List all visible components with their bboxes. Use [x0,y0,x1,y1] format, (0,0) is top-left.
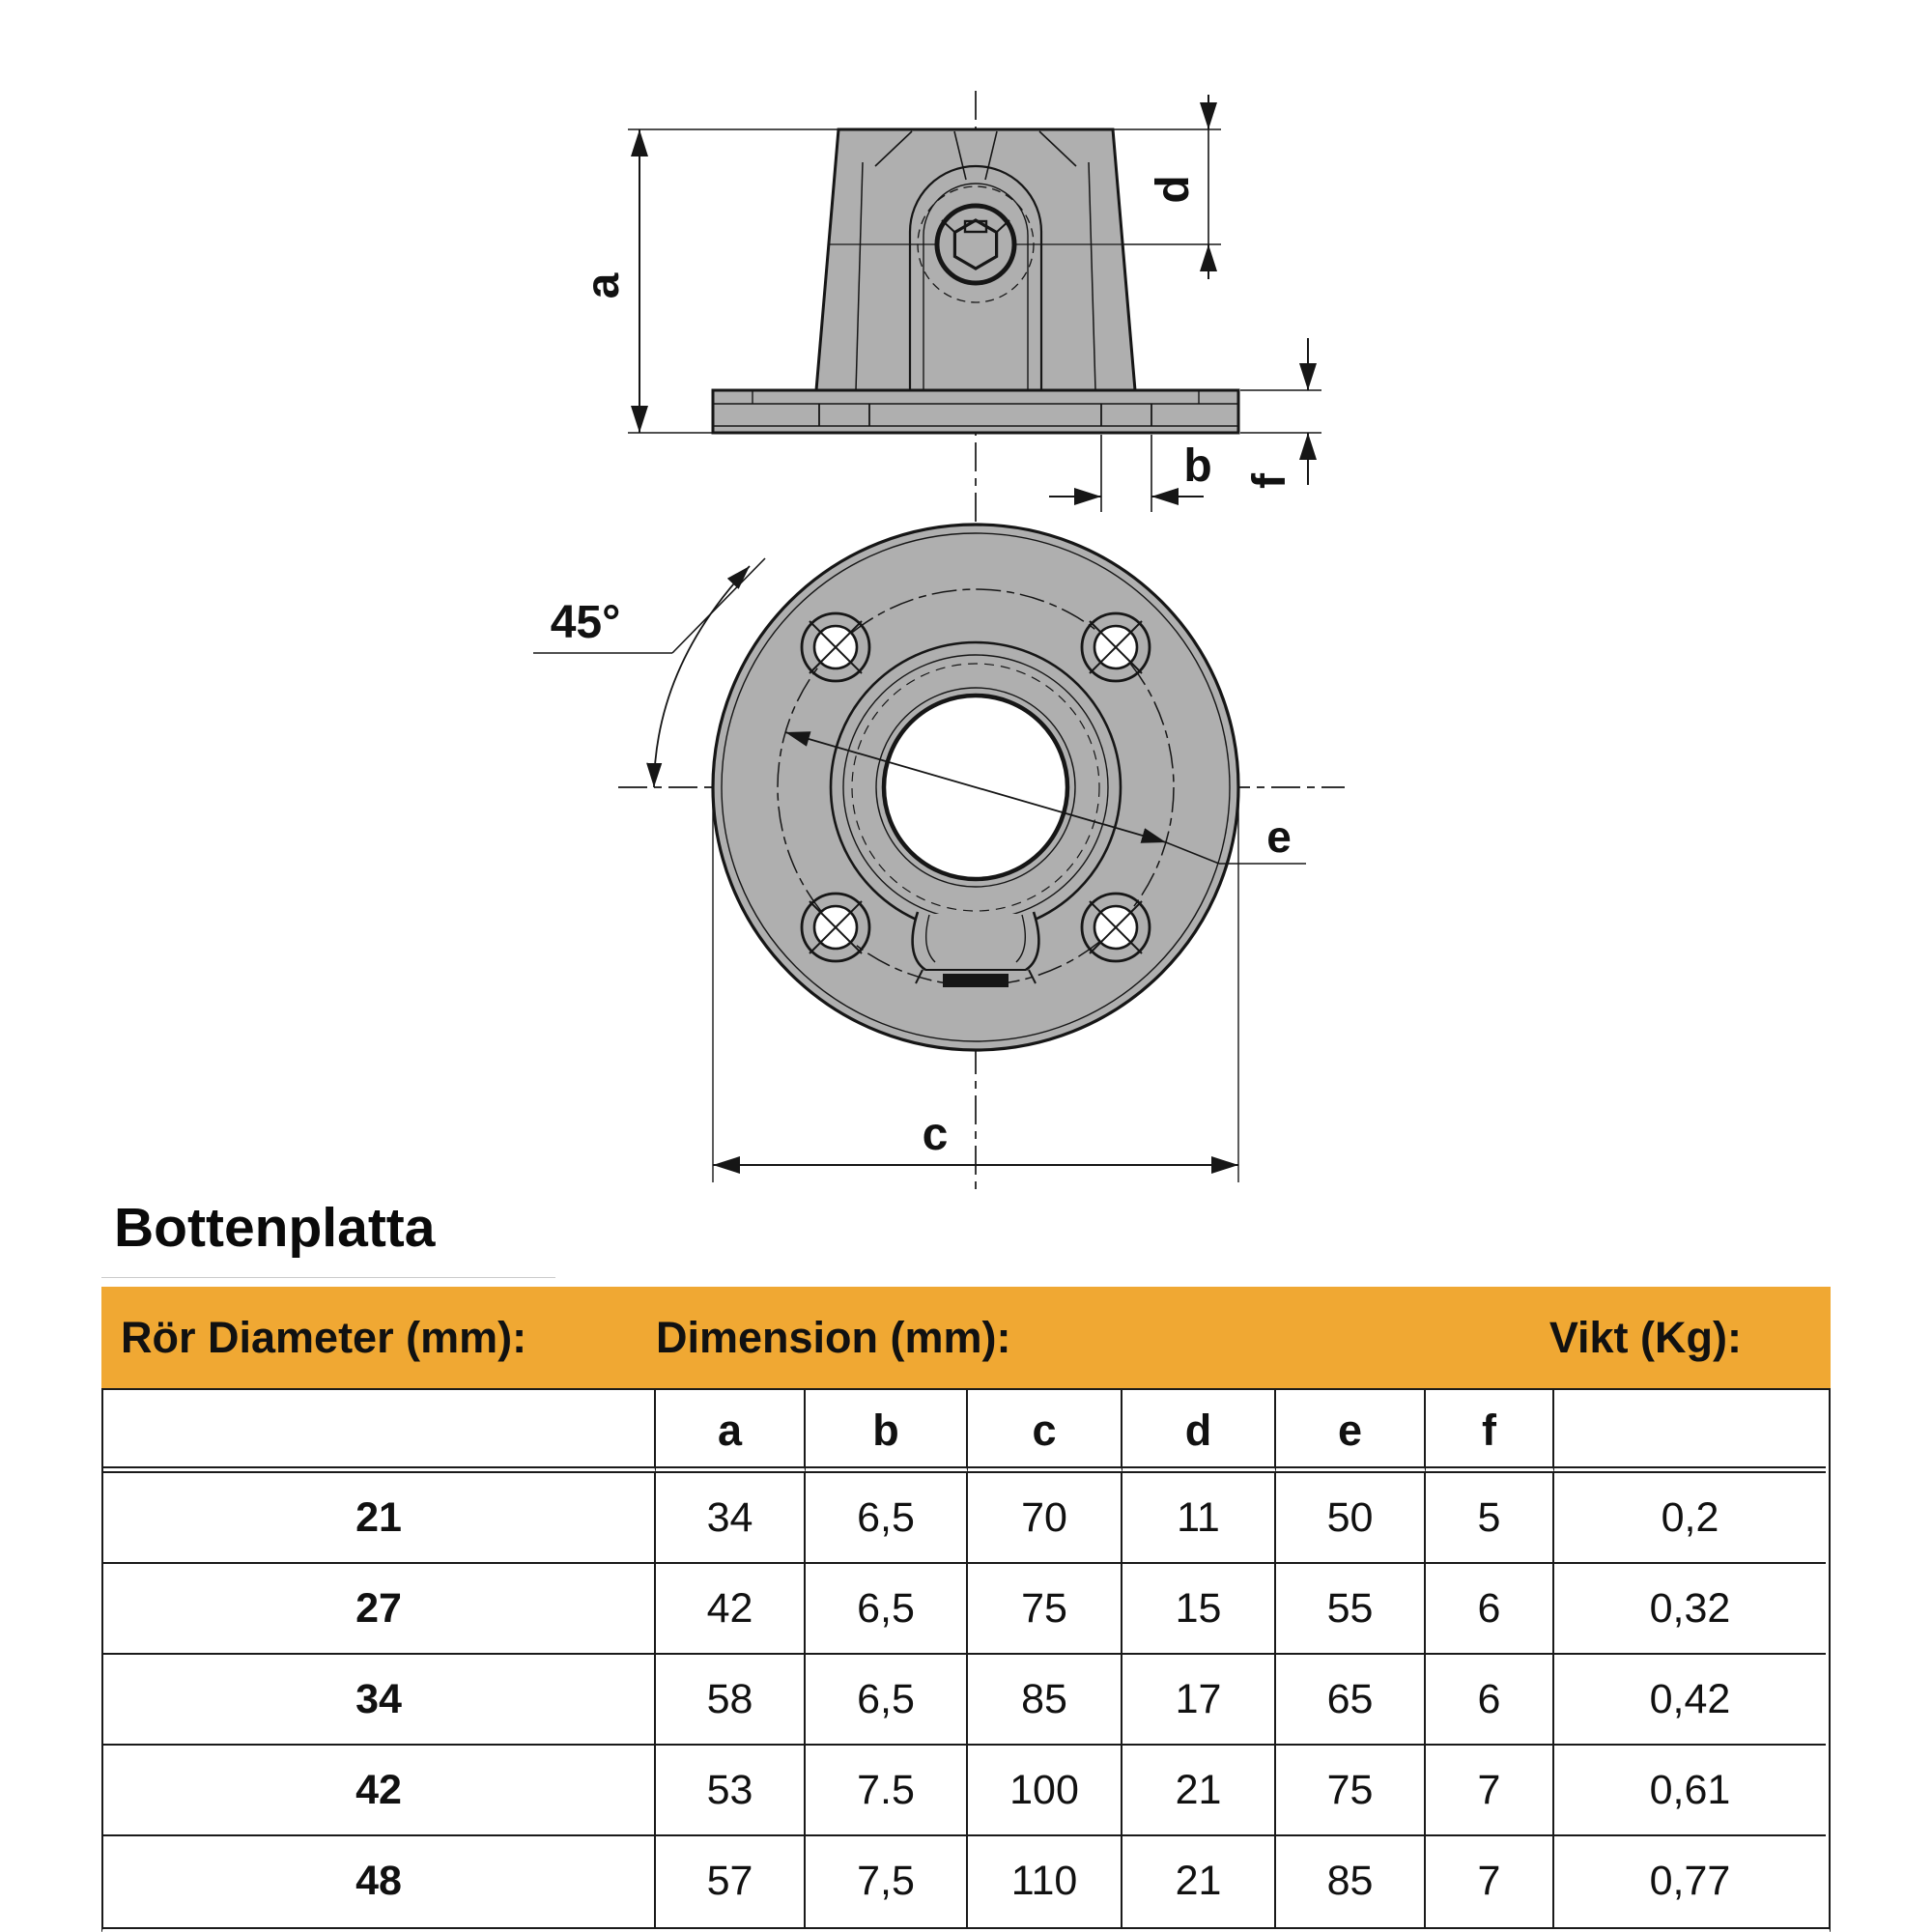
dimension-e [784,731,1306,865]
subheader-a: a [656,1390,806,1473]
header-diameter: Rör Diameter (mm): [121,1313,527,1362]
page-title: Bottenplatta [114,1197,436,1259]
cell-c: 100 [968,1746,1122,1836]
cell-c: 110 [968,1836,1122,1927]
dim-label-d: d [1148,175,1199,203]
header-weight: Vikt (Kg): [1548,1313,1742,1362]
bolt-hole [1080,892,1151,963]
cell-c: 85 [968,1655,1122,1746]
cell-c: 75 [968,1564,1122,1655]
dimension-d [1113,95,1221,279]
subheader-vikt-blank [1554,1390,1826,1473]
cell-a: 34 [656,1473,806,1564]
side-view [711,128,1240,435]
cell-f: 7 [1426,1746,1554,1836]
dimension-b [1049,435,1204,512]
dimension-c [712,792,1239,1182]
cell-c: 70 [968,1473,1122,1564]
dim-label-c: c [923,1109,949,1160]
table-grid: a b c d e f 21 34 6,5 70 11 50 5 0,2 27 … [101,1388,1831,1932]
cell-e: 75 [1276,1746,1426,1836]
cell-e: 85 [1276,1836,1426,1927]
dim-label-f: f [1244,472,1295,489]
cell-b: 7,5 [806,1836,968,1927]
dimension-angle [533,557,766,788]
header-dimension: Dimension (mm): [656,1313,1011,1362]
set-screw [934,203,1017,286]
subheader-c: c [968,1390,1122,1473]
cell-d: 21 [1122,1746,1276,1836]
cell-e: 65 [1276,1655,1426,1746]
bolt-circle [777,588,1175,986]
cell-d: 17 [1122,1655,1276,1746]
cell-vikt: 0,42 [1554,1655,1826,1746]
cell-d: 15 [1122,1564,1276,1655]
cell-b: 6,5 [806,1564,968,1655]
cell-diameter: 42 [103,1746,656,1836]
bolt-holes [800,611,1151,963]
subheader-e: e [1276,1390,1426,1473]
bolt-hole [800,611,871,683]
cell-b: 7.5 [806,1746,968,1836]
cell-vikt: 0,2 [1554,1473,1826,1564]
cell-e: 55 [1276,1564,1426,1655]
dim-label-e: e [1266,811,1292,862]
table-header: Rör Diameter (mm): Dimension (mm): Vikt … [101,1287,1831,1388]
cell-f: 7 [1426,1836,1554,1927]
dimension-table: Rör Diameter (mm): Dimension (mm): Vikt … [101,1287,1831,1932]
cell-diameter: 27 [103,1564,656,1655]
bolt-hole [800,892,871,963]
cell-d: 21 [1122,1836,1276,1927]
cell-vikt: 0,61 [1554,1746,1826,1836]
clamp-tab [911,911,1040,987]
cell-a: 57 [656,1836,806,1927]
cell-f: 6 [1426,1655,1554,1746]
cell-diameter: 48 [103,1836,656,1927]
cell-f: 5 [1426,1473,1554,1564]
cell-e: 50 [1276,1473,1426,1564]
subheader-b: b [806,1390,968,1473]
cell-vikt: 0,77 [1649,1858,1731,1904]
subheader-d: d [1122,1390,1276,1473]
bolt-hole [1080,611,1151,683]
dimension-a [628,128,838,434]
dim-label-b: b [1183,440,1211,492]
cell-b: 6,5 [806,1473,968,1564]
subheader-blank [103,1390,656,1473]
subheader-f: f [1426,1390,1554,1473]
cell-f: 6 [1426,1564,1554,1655]
dim-label-a: a [578,272,629,298]
cell-a: 58 [656,1655,806,1746]
cell-diameter: 21 [103,1473,656,1564]
cell-vikt: 0,32 [1554,1564,1826,1655]
angle-label: 45° [551,597,621,648]
technical-drawing: a d b f [533,91,1345,1190]
cell-a: 53 [656,1746,806,1836]
cell-a: 42 [656,1564,806,1655]
divider [101,1277,555,1278]
dimension-f [1240,338,1321,485]
cell-diameter: 34 [103,1655,656,1746]
cell-b: 6,5 [806,1655,968,1746]
cell-d: 11 [1122,1473,1276,1564]
